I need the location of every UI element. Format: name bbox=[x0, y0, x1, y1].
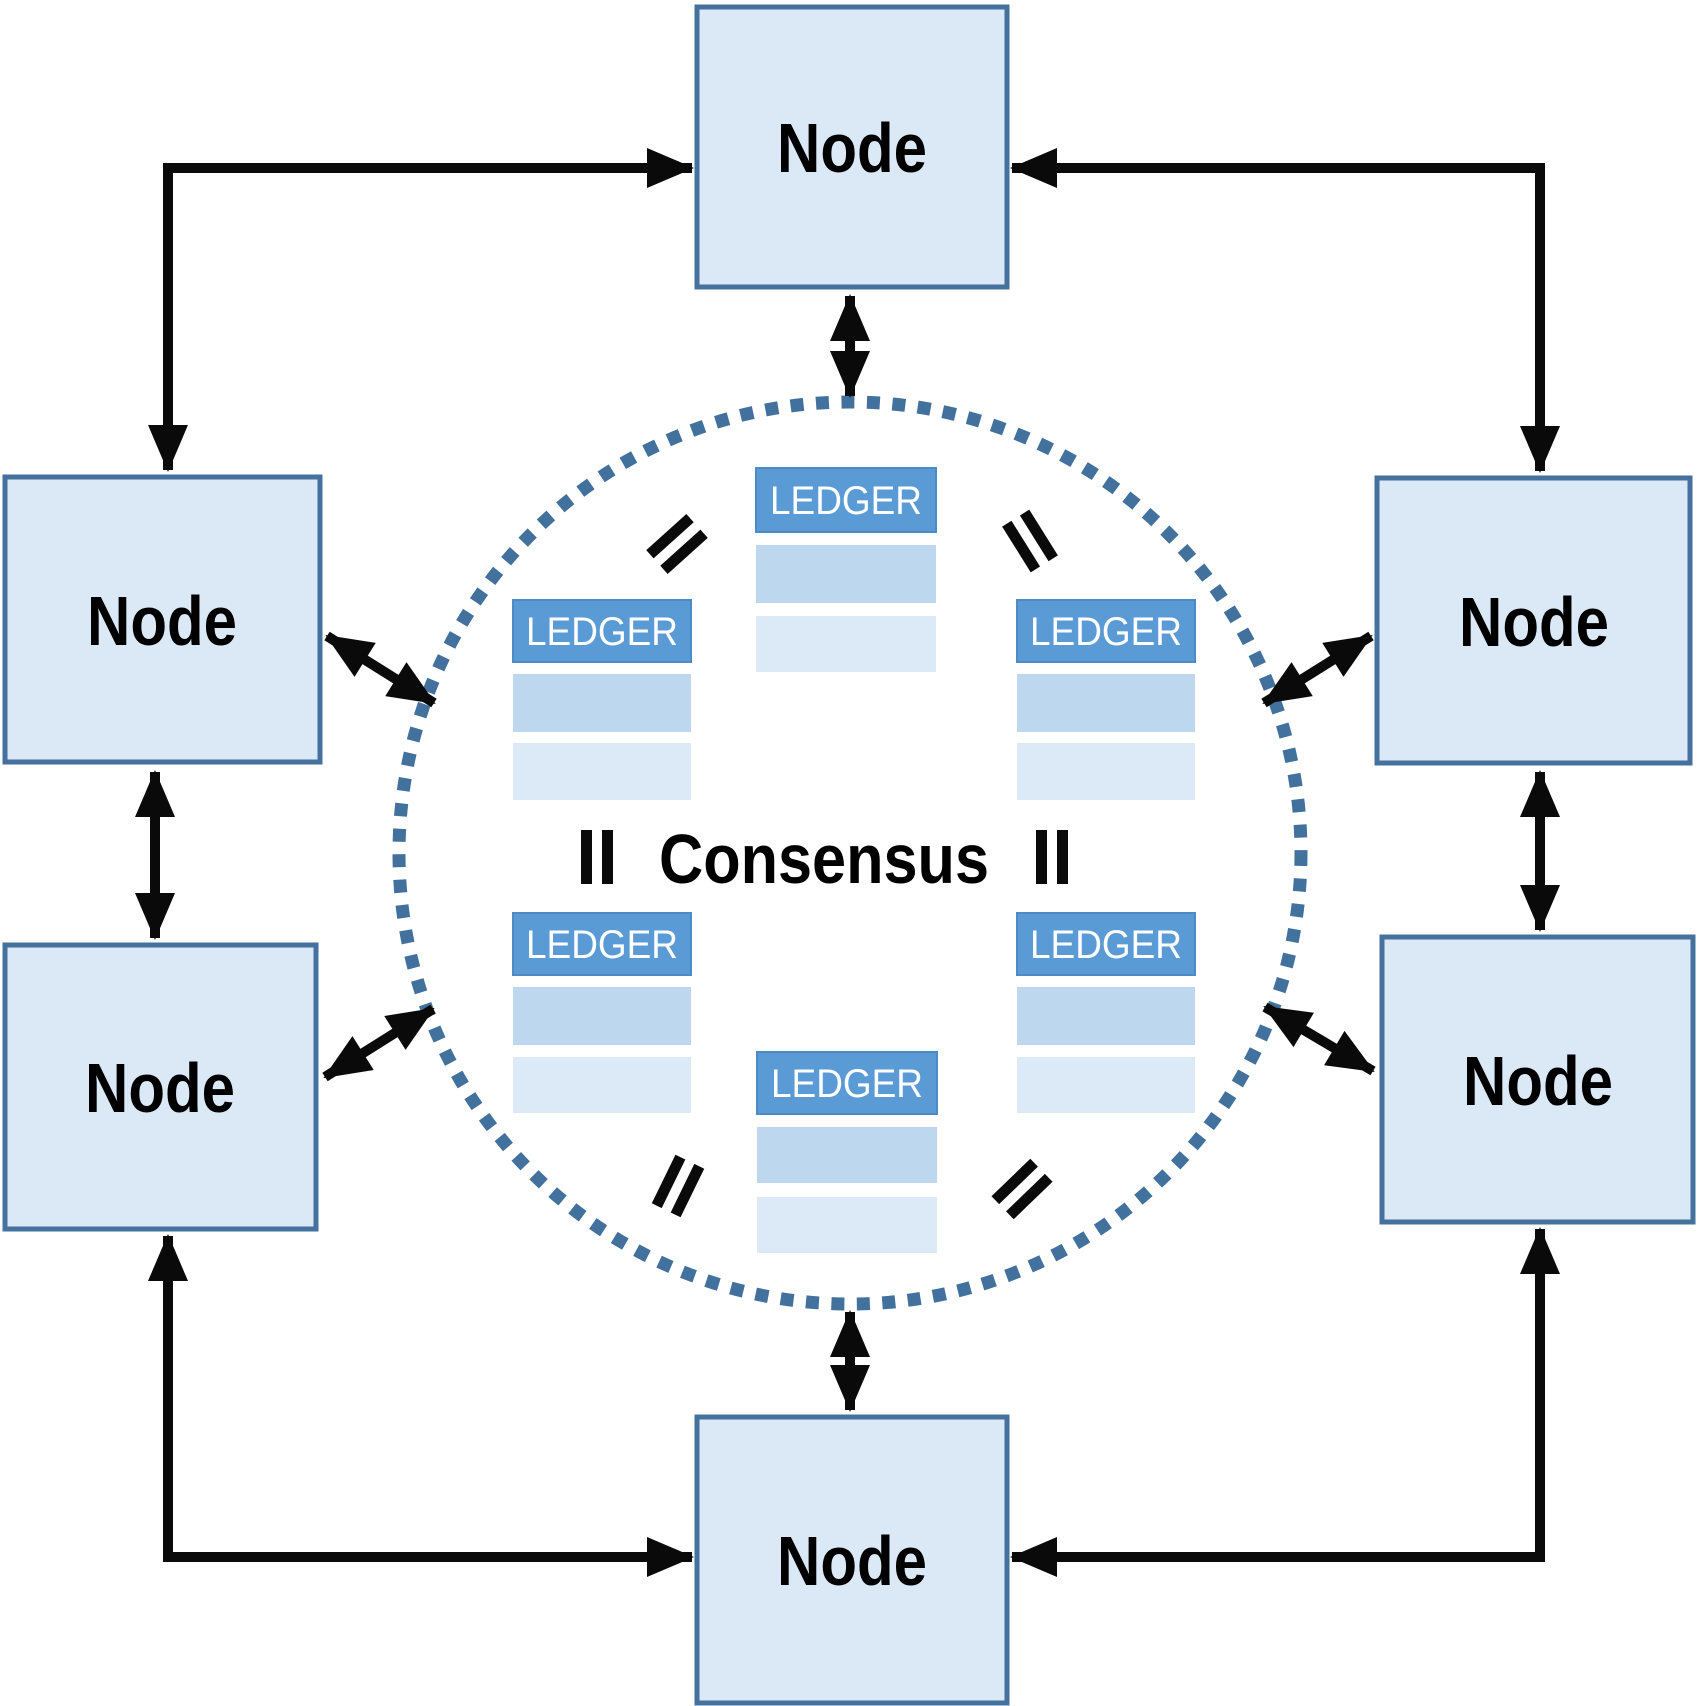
connector-topleft-arrow bbox=[148, 148, 694, 472]
ledger-label: LEDGER bbox=[526, 610, 678, 654]
equals-bar bbox=[1006, 1173, 1053, 1220]
node-label: Node bbox=[777, 109, 927, 187]
equals-bar bbox=[991, 1158, 1038, 1205]
ledger-table-lower-right: LEDGER bbox=[1016, 912, 1196, 1113]
equals-icon-upper-left bbox=[646, 514, 708, 574]
equals-bar bbox=[602, 830, 613, 884]
node-label: Node bbox=[777, 1522, 927, 1600]
equals-icon-lower-left bbox=[651, 1154, 705, 1218]
equals-bar bbox=[646, 514, 694, 559]
lowerright-node-circle-arrow bbox=[1262, 1002, 1376, 1076]
ledger-row bbox=[1017, 987, 1195, 1045]
ledger-row bbox=[513, 987, 691, 1045]
ledger-row bbox=[756, 545, 936, 603]
equals-icon-middle-left bbox=[581, 830, 613, 884]
node-rect bbox=[694, 1414, 1010, 1706]
ledger-table-lower-left: LEDGER bbox=[512, 912, 692, 1113]
equals-bar bbox=[1002, 520, 1041, 573]
ledger-row bbox=[1017, 743, 1195, 800]
consensus-circle bbox=[392, 395, 1308, 1311]
ledger-row bbox=[513, 674, 691, 732]
ledger-label: LEDGER bbox=[770, 479, 922, 523]
ledger-table-upper-left: LEDGER bbox=[512, 599, 692, 800]
equals-icon-lower-right bbox=[991, 1158, 1053, 1220]
node-box-upper-left: Node bbox=[2, 474, 323, 765]
consensus-title: Consensus bbox=[659, 820, 989, 898]
ledger-header bbox=[512, 912, 692, 976]
node-box-top: Node bbox=[694, 4, 1010, 290]
upperright-node-circle-arrow bbox=[1261, 631, 1374, 708]
equals-bar bbox=[670, 1163, 705, 1218]
ledger-row bbox=[757, 1197, 937, 1253]
equals-bar bbox=[1019, 509, 1058, 562]
equals-bar bbox=[1036, 830, 1047, 884]
ledger-row bbox=[1017, 1057, 1195, 1113]
equals-bar bbox=[1057, 830, 1068, 884]
node-box-upper-right: Node bbox=[1374, 475, 1693, 766]
node-rect bbox=[2, 942, 319, 1232]
ledger-row bbox=[1017, 674, 1195, 732]
node-box-bottom: Node bbox=[694, 1414, 1010, 1706]
ledger-table-top-center: LEDGER bbox=[755, 467, 937, 672]
ledger-label: LEDGER bbox=[1030, 923, 1182, 967]
ledger-row bbox=[756, 616, 936, 672]
node-rect bbox=[2, 474, 323, 765]
node-box-lower-right: Node bbox=[1379, 934, 1696, 1225]
ledger-table-bottom-center: LEDGER bbox=[756, 1051, 938, 1253]
upperleft-node-circle-arrow bbox=[324, 631, 437, 708]
equals-icon-upper-right bbox=[1002, 509, 1058, 573]
node-label: Node bbox=[87, 582, 237, 660]
connector-bottomleft-arrow bbox=[148, 1234, 694, 1577]
ledger-header bbox=[756, 1051, 938, 1115]
node-box-lower-left: Node bbox=[2, 942, 319, 1232]
ledger-header bbox=[1016, 599, 1196, 663]
equals-bar bbox=[581, 830, 592, 884]
ledger-header bbox=[1016, 912, 1196, 976]
node-label: Node bbox=[1459, 583, 1609, 661]
node-rect bbox=[694, 4, 1010, 290]
equals-bar bbox=[651, 1154, 686, 1209]
equals-bar bbox=[660, 529, 708, 574]
ledger-row bbox=[513, 743, 691, 800]
ledger-row bbox=[513, 1057, 691, 1113]
equals-icon-middle-right bbox=[1036, 830, 1068, 884]
ledger-label: LEDGER bbox=[771, 1062, 923, 1106]
node-rect bbox=[1379, 934, 1696, 1225]
node-label: Node bbox=[1463, 1042, 1613, 1120]
node-rect bbox=[1374, 475, 1693, 766]
lowerleft-node-circle-arrow bbox=[322, 1004, 436, 1082]
ledger-header bbox=[755, 467, 937, 533]
connector-bottomright-arrow bbox=[1010, 1227, 1560, 1577]
node-label: Node bbox=[85, 1049, 235, 1127]
ledger-table-upper-right: LEDGER bbox=[1016, 599, 1196, 800]
ledger-row bbox=[757, 1127, 937, 1183]
connector-topright-arrow bbox=[1010, 148, 1560, 473]
ledger-label: LEDGER bbox=[526, 923, 678, 967]
ledger-label: LEDGER bbox=[1030, 610, 1182, 654]
ledger-header bbox=[512, 599, 692, 663]
